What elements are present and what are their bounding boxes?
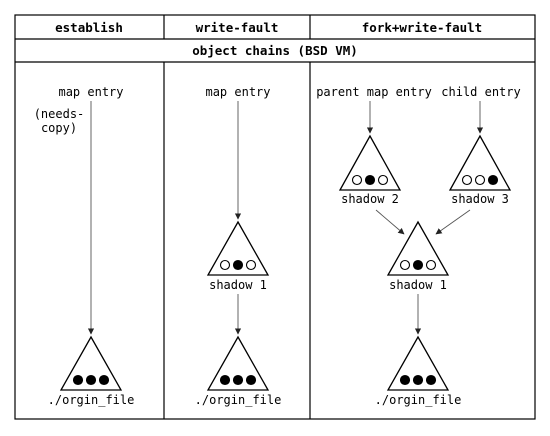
page-dot: [245, 259, 257, 271]
page-dot: [474, 174, 486, 186]
page-dot: [487, 174, 499, 186]
subtitle: object chains (BSD VM): [192, 43, 358, 58]
shadow-3-label: shadow 3: [451, 192, 509, 206]
shadow-1-pages: [219, 259, 257, 271]
outer-border: [14, 14, 536, 420]
needs-copy-label-line2: copy): [41, 121, 77, 135]
child-entry-label: child entry: [441, 85, 520, 99]
page-dot: [72, 374, 84, 386]
header-write-fault: write-fault: [196, 20, 279, 35]
page-dot: [377, 174, 389, 186]
map-entry-label: map entry: [205, 85, 270, 99]
shadow-1-label: shadow 1: [389, 278, 447, 292]
orgin-file-label: ./orgin_file: [375, 393, 462, 407]
page-dot: [412, 259, 424, 271]
page-dot: [425, 259, 437, 271]
page-dot: [399, 259, 411, 271]
parent-map-entry-label: parent map entry: [316, 85, 432, 99]
orgin-file-pages: [399, 374, 437, 386]
needs-copy-label-line1: (needs-: [34, 107, 85, 121]
orgin-file-label: ./orgin_file: [48, 393, 135, 407]
shadow-1-pages: [399, 259, 437, 271]
column-establish: map entry (needs- copy) ./orgin_file: [34, 85, 135, 407]
shadow-2-pages: [351, 174, 389, 186]
page-dot: [412, 374, 424, 386]
table-frame: [14, 14, 536, 420]
header-fork-write-fault: fork+write-fault: [362, 20, 482, 35]
arrow-shadow-2-to-shadow-1: [375, 209, 405, 235]
map-entry-label: map entry: [58, 85, 123, 99]
column-write-fault: map entry shadow 1 ./orgin_file: [195, 85, 282, 407]
page-dot: [351, 174, 363, 186]
page-dot: [232, 374, 244, 386]
shadow-3-pages: [461, 174, 499, 186]
page-dot: [399, 374, 411, 386]
orgin-file-pages: [72, 374, 110, 386]
orgin-file-label: ./orgin_file: [195, 393, 282, 407]
column-fork-write-fault: parent map entry child entry shadow 2 sh…: [316, 85, 521, 407]
arrow-shadow-3-to-shadow-1: [435, 209, 471, 235]
page-dot: [98, 374, 110, 386]
page-dot: [219, 259, 231, 271]
page-dot: [219, 374, 231, 386]
shadow-1-label: shadow 1: [209, 278, 267, 292]
page-dot: [425, 374, 437, 386]
page-dot: [85, 374, 97, 386]
page-dot: [461, 174, 473, 186]
page-dot: [245, 374, 257, 386]
page-dot: [232, 259, 244, 271]
orgin-file-pages: [219, 374, 257, 386]
header-establish: establish: [55, 20, 123, 35]
shadow-2-label: shadow 2: [341, 192, 399, 206]
page-dot: [364, 174, 376, 186]
